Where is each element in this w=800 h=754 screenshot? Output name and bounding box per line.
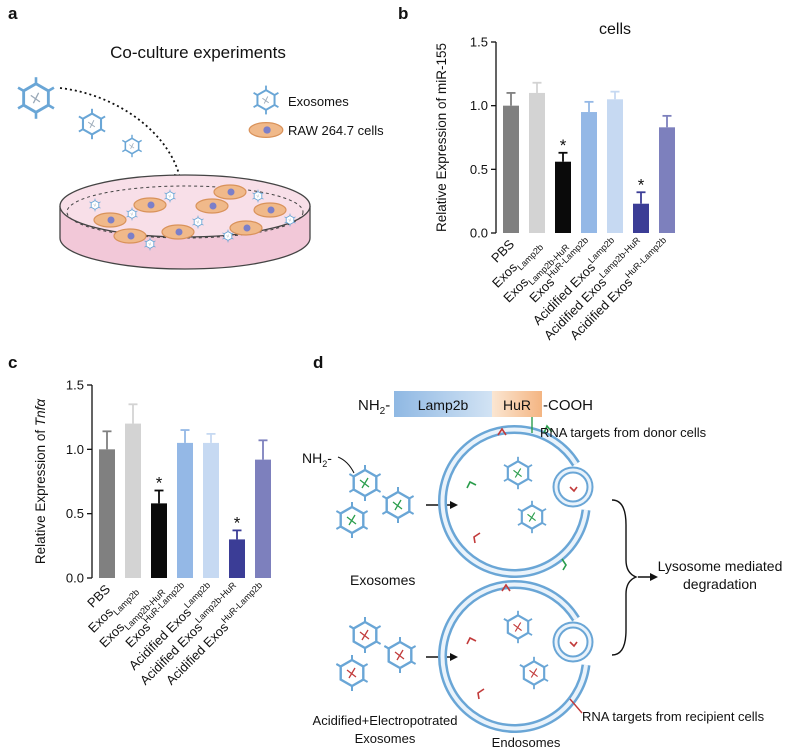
construct-lamp2b-label: Lamp2b	[418, 397, 469, 413]
significance-mark: *	[560, 136, 567, 155]
y-tick-label: 1.5	[470, 35, 488, 50]
bar	[529, 92, 545, 233]
bar	[581, 112, 597, 233]
significance-mark: *	[156, 474, 163, 493]
y-tick-label: 0.5	[66, 506, 84, 521]
bar	[503, 105, 519, 233]
panel-d-schematic: NH2- Lamp2b HuR -COOH NH2- RNA targets f…	[302, 391, 783, 750]
bar	[659, 127, 675, 233]
legend-cell-icon	[248, 122, 284, 138]
bar	[255, 459, 271, 578]
panel-a-schematic: Co-culture experiments Exosomes RAW 264.…	[16, 43, 384, 270]
panel-letter-b: b	[398, 4, 409, 23]
construct-nh2: NH2-	[358, 397, 390, 417]
exosomes-label: Exosomes	[350, 572, 415, 588]
legend-exosome-icon	[252, 84, 280, 116]
outcome-label-2: degradation	[683, 576, 757, 592]
significance-mark: *	[234, 513, 241, 532]
bar	[177, 442, 193, 578]
acidified-exosome-icon	[335, 615, 417, 693]
exosome-icon	[335, 463, 415, 540]
construct-lamp2b-segment	[394, 391, 492, 417]
bar	[229, 539, 245, 578]
category-label: PBS	[84, 581, 113, 610]
panel-letter-d: d	[313, 353, 324, 372]
y-tick-label: 0.0	[66, 571, 84, 586]
y-tick-label: 1.0	[66, 442, 84, 457]
recipient-rna-label: RNA targets from recipient cells	[582, 709, 765, 724]
y-tick-label: 0.5	[470, 162, 488, 177]
endosome-bottom	[438, 580, 594, 733]
panel-a-title: Co-culture experiments	[110, 43, 286, 62]
legend-exosomes-label: Exosomes	[288, 94, 349, 109]
acidified-label-2: Exosomes	[355, 731, 416, 746]
construct-hur-label: HuR	[503, 397, 531, 413]
category-label: PBS	[488, 236, 517, 265]
panel-letter-a: a	[8, 4, 18, 23]
petri-dish	[59, 174, 311, 270]
chart-title: cells	[599, 21, 631, 38]
y-tick-label: 1.5	[66, 378, 84, 393]
y-tick-label: 0.0	[470, 226, 488, 241]
significance-mark: *	[638, 175, 645, 194]
bar	[99, 449, 115, 578]
bar	[151, 503, 167, 578]
y-axis-label: Relative Expression of miR-155	[434, 43, 449, 232]
dotted-arrow	[59, 87, 181, 179]
bar	[555, 161, 571, 233]
y-axis-label: Relative Expression of Tnfα	[33, 398, 48, 565]
y-tick-label: 1.0	[470, 98, 488, 113]
legend-cells-label: RAW 264.7 cells	[288, 123, 384, 138]
bar	[203, 442, 219, 578]
nh2-label: NH2-	[302, 450, 332, 469]
bar	[125, 423, 141, 578]
outcome-label-1: Lysosome mediated	[658, 558, 783, 574]
exosome-icon-small	[121, 134, 143, 158]
endosome-top	[438, 424, 594, 578]
bar	[633, 203, 649, 233]
exosome-icon-medium	[77, 107, 107, 141]
endosomes-label: Endosomes	[492, 735, 561, 750]
construct-hur-segment	[492, 391, 542, 417]
exosome-icon-large	[16, 75, 56, 121]
brace	[611, 499, 638, 656]
donor-rna-label: RNA targets from donor cells	[540, 425, 707, 440]
acidified-label-1: Acidified+Electropotrated	[313, 713, 458, 728]
panel-letter-c: c	[8, 353, 18, 372]
construct-cooh: -COOH	[543, 397, 593, 414]
bar	[607, 99, 623, 233]
